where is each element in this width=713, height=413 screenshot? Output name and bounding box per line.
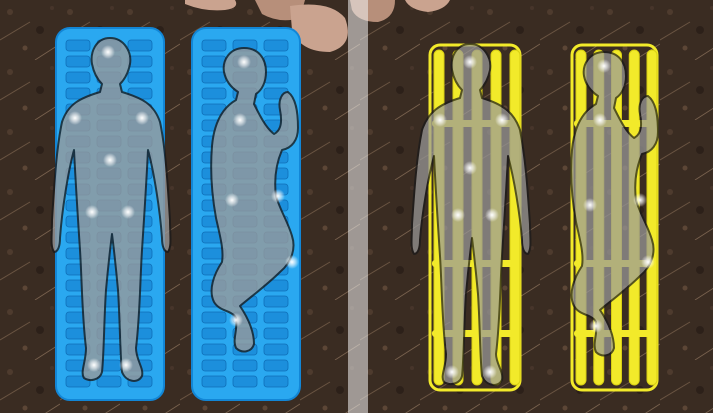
pad-cell [128, 72, 152, 83]
pad-cell [264, 72, 288, 83]
pressure-point [87, 358, 101, 372]
pad-cell [202, 72, 226, 83]
pressure-point [233, 113, 247, 127]
pressure-point [121, 205, 135, 219]
pad-crossbar [574, 330, 655, 337]
pad-cell [264, 328, 288, 339]
pressure-point [119, 358, 133, 372]
pressure-point [225, 193, 239, 207]
pad-cell [202, 312, 226, 323]
pressure-point [433, 113, 447, 127]
pressure-point [271, 189, 285, 203]
pressure-point [463, 161, 477, 175]
pad-cell [264, 312, 288, 323]
pressure-point [633, 193, 647, 207]
pad-cell [233, 376, 257, 387]
pad-cell [264, 56, 288, 67]
pressure-point [485, 208, 499, 222]
pad-cell [264, 360, 288, 371]
pad-cell [202, 344, 226, 355]
pressure-point [495, 113, 509, 127]
pressure-point [103, 153, 117, 167]
pressure-point [641, 255, 655, 269]
pad-cell [128, 40, 152, 51]
pressure-point [583, 198, 597, 212]
pad-cell [202, 88, 226, 99]
pressure-point [229, 313, 243, 327]
pressure-point [483, 365, 497, 379]
pad-cell [202, 360, 226, 371]
pad-cell [202, 56, 226, 67]
pad-cell [202, 40, 226, 51]
pad-cell [233, 360, 257, 371]
pressure-point [285, 255, 299, 269]
pad-cell [264, 296, 288, 307]
pad-cell [97, 376, 121, 387]
pad-cell [66, 40, 90, 51]
panel-divider [348, 0, 368, 413]
pressure-point [451, 208, 465, 222]
pad-cell [66, 72, 90, 83]
pad-cell [202, 328, 226, 339]
pressure-point [68, 111, 82, 125]
pad-cell [202, 376, 226, 387]
pressure-point [237, 55, 251, 69]
pressure-point [101, 45, 115, 59]
pressure-point [463, 55, 477, 69]
pad-cell [264, 40, 288, 51]
pad-cell [66, 56, 90, 67]
pad-cell [264, 344, 288, 355]
pressure-point [445, 365, 459, 379]
pressure-point [135, 111, 149, 125]
pad-cell [264, 376, 288, 387]
pressure-point [589, 319, 603, 333]
pressure-point [597, 59, 611, 73]
pressure-point [85, 205, 99, 219]
pressure-point [593, 113, 607, 127]
pad-cell [128, 56, 152, 67]
